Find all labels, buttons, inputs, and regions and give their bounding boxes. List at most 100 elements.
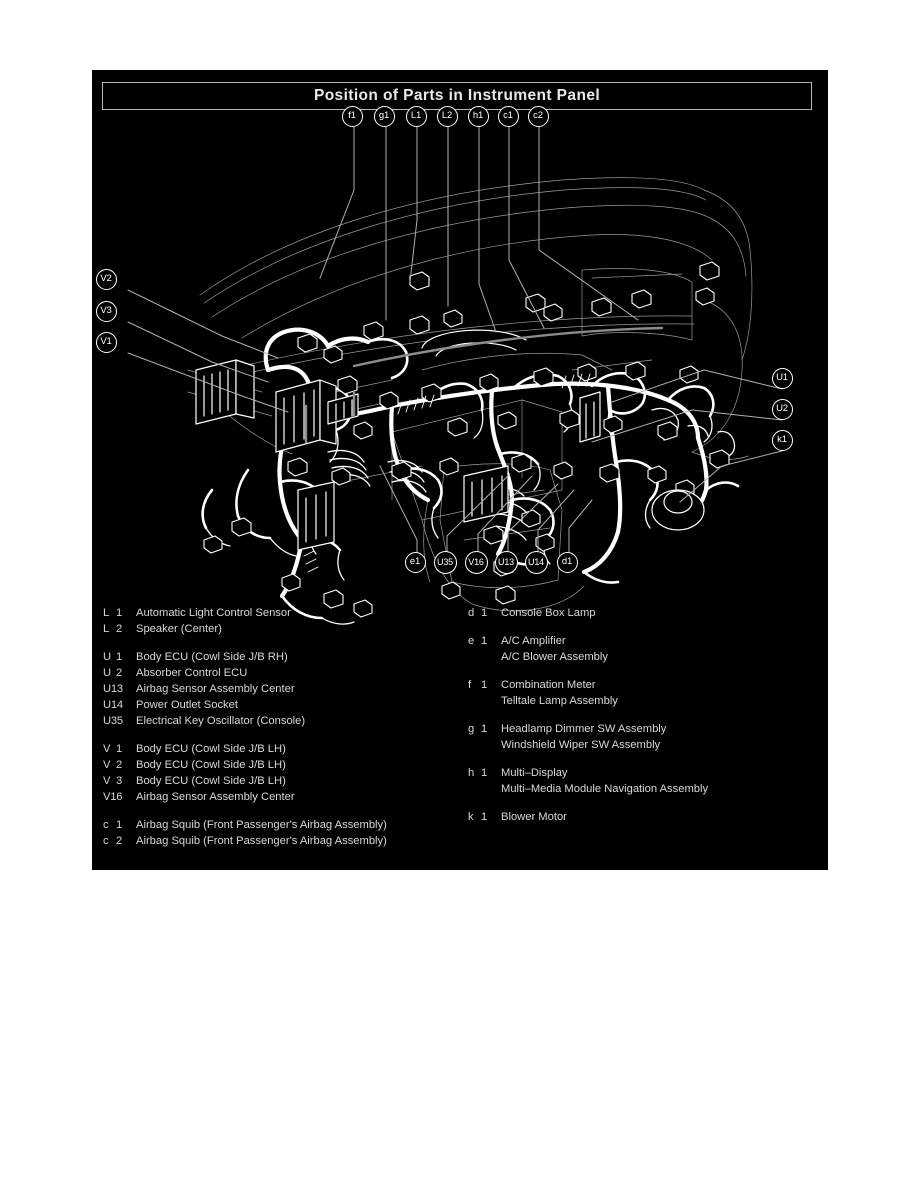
legend-row: Telltale Lamp Assembly xyxy=(468,695,798,711)
legend-description: Automatic Light Control Sensor xyxy=(136,607,291,619)
legend-description: Body ECU (Cowl Side J/B LH) xyxy=(136,775,286,787)
callout-u13[interactable]: U13 xyxy=(494,550,518,574)
legend-description: Console Box Lamp xyxy=(501,607,596,619)
legend-letter: c xyxy=(103,835,109,847)
legend-number: 1 xyxy=(481,635,488,647)
callout-g1[interactable]: g1 xyxy=(373,105,395,127)
diagram-panel: Position of Parts in Instrument Panel xyxy=(92,70,828,870)
legend-description: A/C Blower Assembly xyxy=(501,651,608,663)
callout-u2[interactable]: U2 xyxy=(771,398,793,420)
callout-u1[interactable]: U1 xyxy=(771,367,793,389)
legend-code: V16 xyxy=(103,791,123,803)
callout-l2[interactable]: L2 xyxy=(436,105,458,127)
legend-description: Airbag Sensor Assembly Center xyxy=(136,791,295,803)
callout-k1[interactable]: k1 xyxy=(771,429,793,451)
callout-v3[interactable]: V3 xyxy=(95,300,117,322)
legend-description: Electrical Key Oscillator (Console) xyxy=(136,715,306,727)
legend-description: Multi–Media Module Navigation Assembly xyxy=(501,783,709,795)
legend-number: 1 xyxy=(116,607,123,619)
legend-letter: L xyxy=(103,623,110,635)
legend-code: U35 xyxy=(103,715,123,727)
legend-row: V16 Airbag Sensor Assembly Center xyxy=(103,791,433,807)
legend-description: Body ECU (Cowl Side J/B RH) xyxy=(136,651,288,663)
callout-d1[interactable]: d1 xyxy=(556,551,578,573)
callout-u14[interactable]: U14 xyxy=(524,550,548,574)
legend-letter: k xyxy=(468,811,474,823)
legend-description: Combination Meter xyxy=(501,679,596,691)
legend-number: 1 xyxy=(116,819,123,831)
legend-description: Body ECU (Cowl Side J/B LH) xyxy=(136,743,286,755)
legend-number: 2 xyxy=(116,623,123,635)
legend-letter: V xyxy=(103,743,111,755)
legend-row: Windshield Wiper SW Assembly xyxy=(468,739,798,755)
callout-c2[interactable]: c2 xyxy=(527,105,549,127)
legend-letter: h xyxy=(468,767,475,779)
legend-code: U14 xyxy=(103,699,123,711)
legend-description: Headlamp Dimmer SW Assembly xyxy=(501,723,667,735)
callout-l1[interactable]: L1 xyxy=(405,105,427,127)
page-title: Position of Parts in Instrument Panel xyxy=(313,87,601,104)
instrument-panel-illustration xyxy=(127,126,783,625)
legend-description: Airbag Sensor Assembly Center xyxy=(136,683,295,695)
legend-number: 1 xyxy=(481,767,488,779)
legend-row: Multi–Media Module Navigation Assembly xyxy=(468,783,798,799)
legend-letter: U xyxy=(103,667,112,679)
legend-letter: c xyxy=(103,819,109,831)
legend-description: Power Outlet Socket xyxy=(136,699,238,711)
legend-letter: L xyxy=(103,607,110,619)
callout-v2[interactable]: V2 xyxy=(95,268,117,290)
legend-description: Absorber Control ECU xyxy=(136,667,248,679)
legend-number: 1 xyxy=(116,651,123,663)
legend-description: Speaker (Center) xyxy=(136,623,222,635)
legend-description: Body ECU (Cowl Side J/B LH) xyxy=(136,759,286,771)
callout-u35[interactable]: U35 xyxy=(433,550,457,574)
legend-row: A/C Blower Assembly xyxy=(468,651,798,667)
legend-number: 2 xyxy=(116,835,123,847)
legend-description: Telltale Lamp Assembly xyxy=(501,695,618,707)
legend-number: 2 xyxy=(116,667,123,679)
callout-v1[interactable]: V1 xyxy=(95,331,117,353)
diagram-title-box: Position of Parts in Instrument Panel xyxy=(102,82,812,110)
callout-f1[interactable]: f1 xyxy=(341,105,363,127)
callout-v16[interactable]: V16 xyxy=(464,550,488,574)
legend-description: Airbag Squib (Front Passenger's Airbag A… xyxy=(136,835,387,847)
legend-number: 1 xyxy=(116,743,123,755)
legend-number: 1 xyxy=(481,723,488,735)
legend-letter: f xyxy=(468,679,472,691)
callout-e1[interactable]: e1 xyxy=(404,551,426,573)
legend-code: U13 xyxy=(103,683,123,695)
legend-number: 3 xyxy=(116,775,123,787)
legend-description: A/C Amplifier xyxy=(501,635,566,647)
legend-letter: d xyxy=(468,607,475,619)
legend-description: Blower Motor xyxy=(501,811,567,823)
callout-c1[interactable]: c1 xyxy=(497,105,519,127)
legend-row: U14 Power Outlet Socket xyxy=(103,699,433,715)
legend-description: Windshield Wiper SW Assembly xyxy=(501,739,661,751)
callout-h1[interactable]: h1 xyxy=(467,105,489,127)
legend-number: 1 xyxy=(481,811,488,823)
legend-letter: e xyxy=(468,635,475,647)
